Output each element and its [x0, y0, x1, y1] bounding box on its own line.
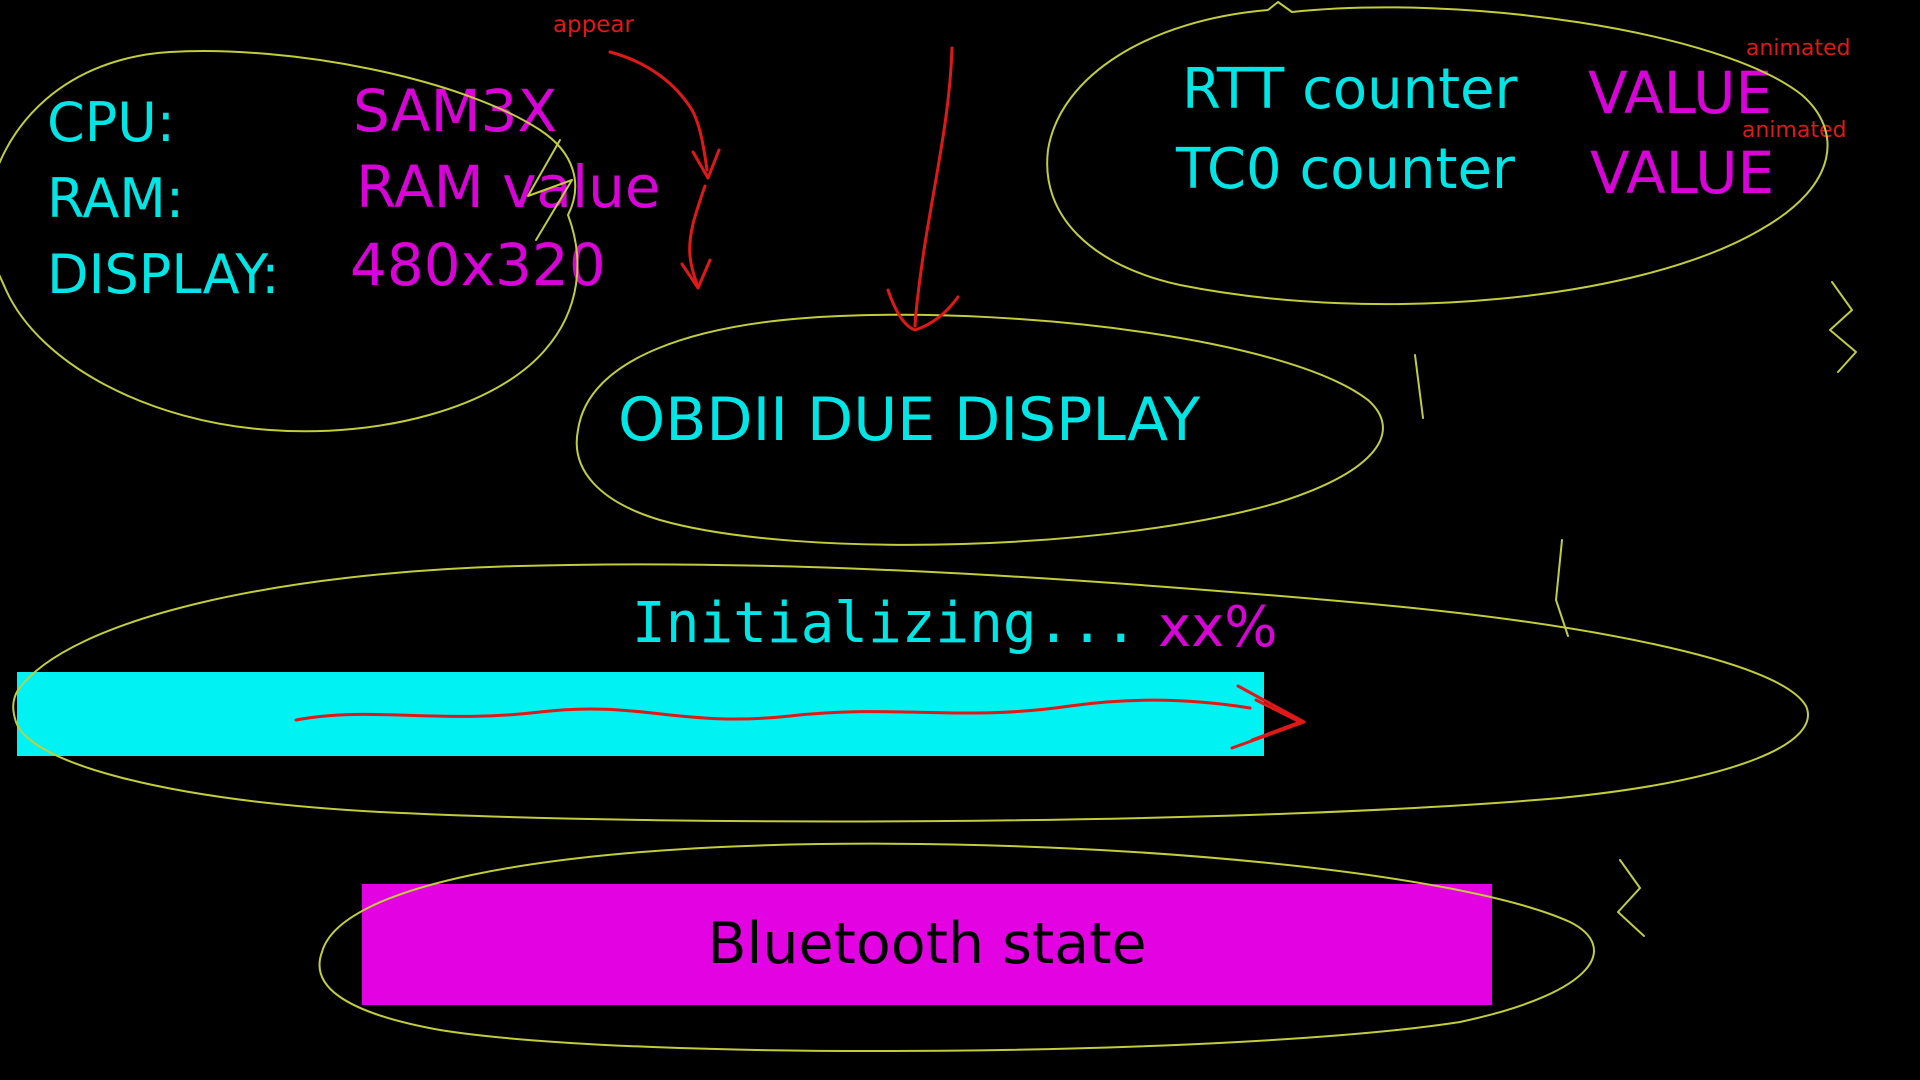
stray-mark-right-bottom — [1617, 859, 1645, 937]
initializing-label: Initializing... — [632, 591, 1138, 656]
rtt-counter-value: VALUE — [1588, 59, 1773, 127]
rtt-animated-note: animated — [1746, 36, 1851, 61]
appear-arrowhead-2 — [680, 258, 712, 290]
ram-label: RAM: — [47, 167, 185, 230]
tc0-counter-label: TC0 counter — [1176, 137, 1515, 202]
display-value: 480x320 — [350, 231, 606, 299]
tc0-counter-value: VALUE — [1590, 139, 1775, 207]
appear-annotation: appear — [553, 12, 634, 38]
cpu-label: CPU: — [47, 91, 175, 154]
title-arrow — [913, 46, 954, 328]
cpu-value: SAM3X — [353, 77, 558, 145]
title-arrowhead — [886, 288, 960, 332]
stray-mark-vertical — [1555, 539, 1569, 637]
appear-arrowhead-1 — [691, 148, 721, 180]
display-label: DISPLAY: — [47, 243, 280, 306]
appear-arrow-lower — [688, 184, 707, 286]
page-title: OBDII DUE DISPLAY — [618, 385, 1201, 455]
bluetooth-status-banner: Bluetooth state — [362, 884, 1492, 1005]
ram-value: RAM value — [356, 153, 661, 221]
stray-mark-mid — [1414, 354, 1424, 419]
tc0-animated-note: animated — [1742, 118, 1847, 143]
progress-percent: xx% — [1158, 595, 1278, 660]
bluetooth-status-label: Bluetooth state — [707, 911, 1147, 977]
rtt-counter-label: RTT counter — [1182, 57, 1518, 122]
progress-bar — [17, 672, 1264, 756]
stray-mark-right-top — [1829, 281, 1857, 373]
